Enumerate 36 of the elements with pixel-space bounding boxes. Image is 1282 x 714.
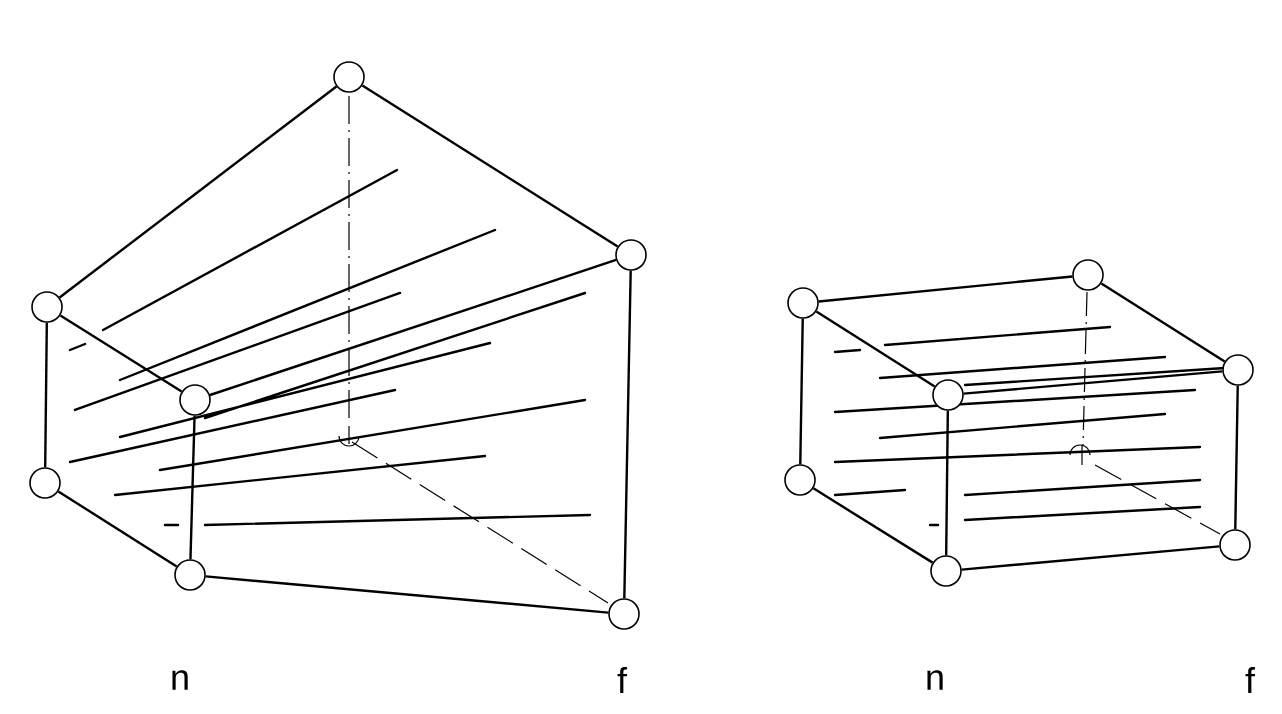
plane-label: f xyxy=(1245,666,1256,693)
vertex-circle xyxy=(608,598,640,630)
vertex-circle xyxy=(930,555,962,587)
plane-label: n xyxy=(927,670,943,690)
edge-line xyxy=(57,490,178,568)
vertex-circle xyxy=(1072,259,1104,291)
edge-line xyxy=(961,545,1220,571)
vertex-circle xyxy=(932,379,964,411)
edge-line xyxy=(361,84,619,248)
vertex-circle xyxy=(179,384,211,416)
edge-line xyxy=(623,270,632,599)
edge-line xyxy=(1234,385,1239,530)
edge-line xyxy=(945,410,950,556)
edge-line xyxy=(963,370,1223,395)
plane-label: n xyxy=(172,670,188,690)
edge-line xyxy=(59,314,183,393)
edge-line xyxy=(1100,282,1226,363)
vertex-circle xyxy=(31,291,63,323)
plane-label: f xyxy=(617,666,628,693)
edge-line xyxy=(818,275,1073,303)
vertex-circle xyxy=(1222,354,1254,386)
edge-line xyxy=(44,322,49,468)
edge-line xyxy=(189,415,196,560)
vertex-circle xyxy=(1219,529,1251,561)
vertex-circle xyxy=(174,559,206,591)
vertex-circle xyxy=(333,61,365,93)
edge-line xyxy=(205,575,609,614)
edge-line xyxy=(799,318,804,465)
edge-line xyxy=(58,85,338,299)
vertex-circle xyxy=(29,467,61,499)
edge-line xyxy=(209,258,617,397)
vertex-circle xyxy=(615,239,647,271)
edge-line xyxy=(812,487,934,564)
vertex-circle xyxy=(787,287,819,319)
vertex-circle xyxy=(784,464,816,496)
edge-line xyxy=(815,310,936,388)
